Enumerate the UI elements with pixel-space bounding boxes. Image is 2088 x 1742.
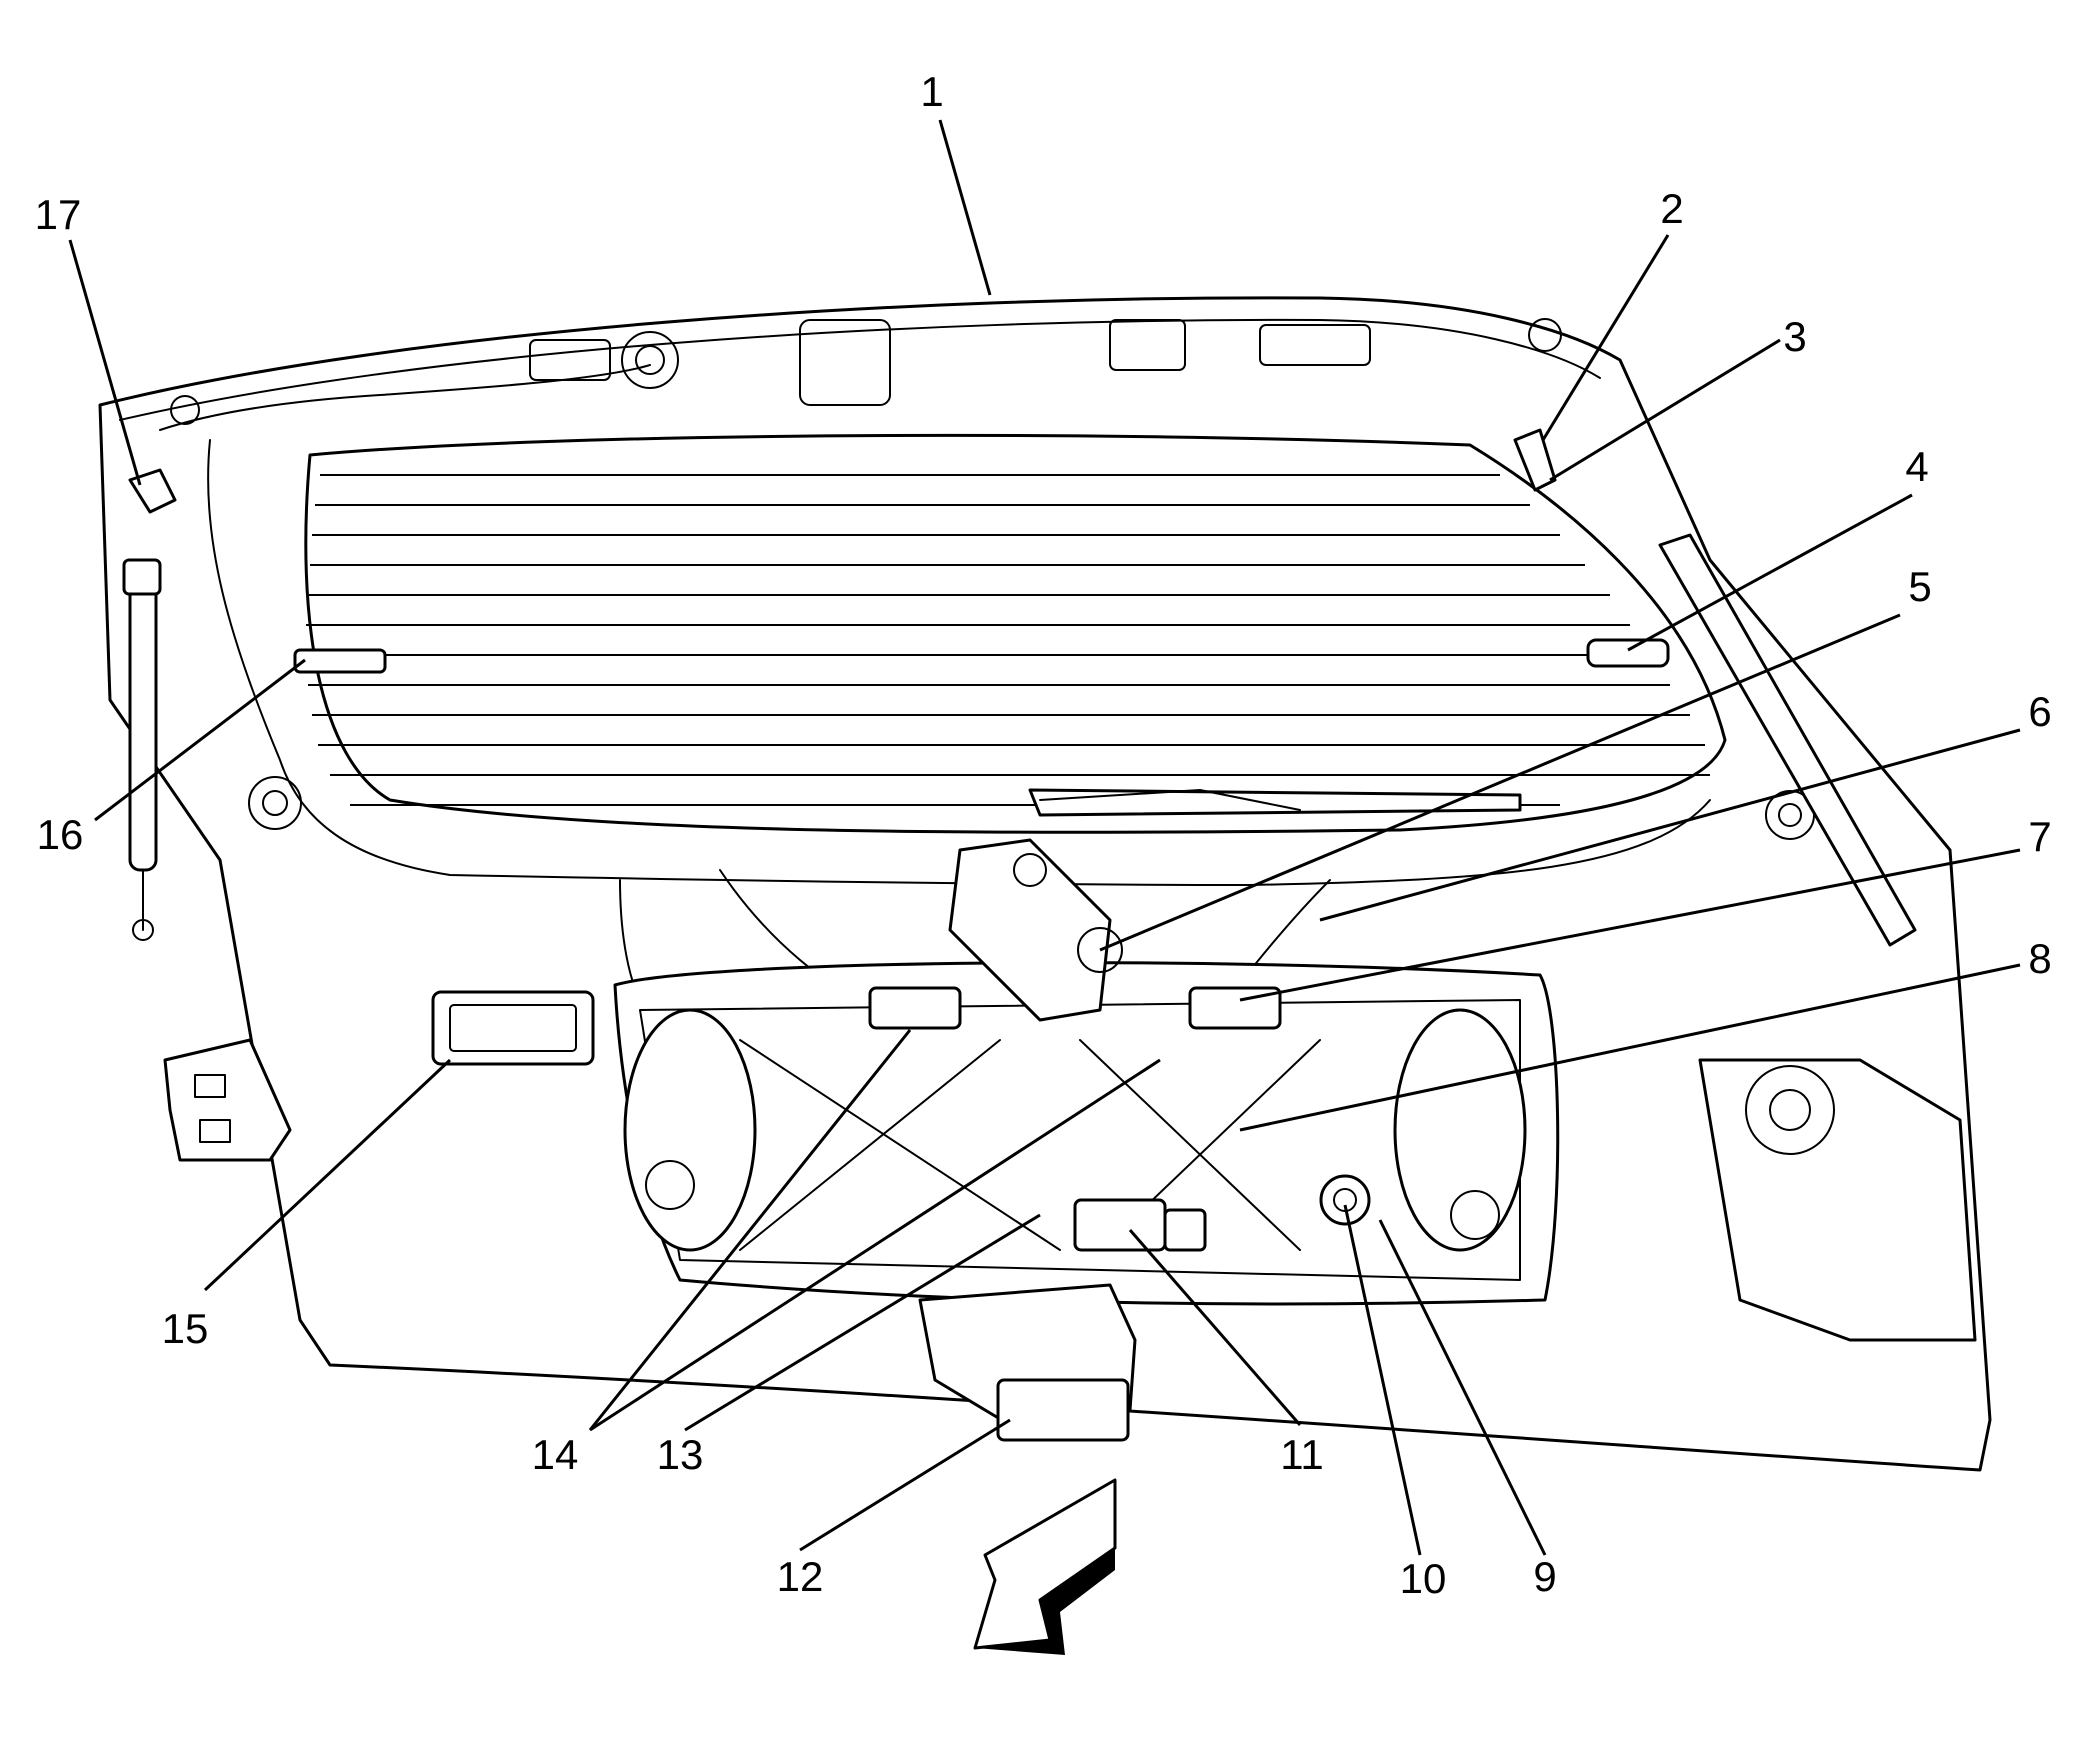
- harness-connector: [1073, 1198, 1207, 1252]
- left-liftgate-strut: [122, 558, 162, 941]
- callout-16: 16: [37, 811, 84, 858]
- connector-16: [293, 648, 387, 674]
- front-direction-arrow-icon: [973, 1478, 1117, 1655]
- callout-7: 7: [2028, 813, 2051, 860]
- callout-14: 14: [532, 1431, 579, 1478]
- callout-5: 5: [1908, 563, 1931, 610]
- callout-1: 1: [920, 68, 943, 115]
- callout-17: 17: [35, 191, 82, 238]
- license-lamp: [431, 990, 595, 1066]
- callout-3: 3: [1783, 313, 1806, 360]
- callout-10: 10: [1400, 1555, 1447, 1602]
- connector-17: [128, 468, 177, 514]
- clip-2-3: [1513, 428, 1557, 492]
- rear-window-glass: [304, 433, 1727, 834]
- connector-14: [868, 986, 962, 1030]
- callout-15: 15: [162, 1305, 209, 1352]
- lower-inner-panel: [613, 961, 1560, 1306]
- callout-4: 4: [1905, 443, 1928, 490]
- lock-actuator: [918, 1283, 1137, 1442]
- callout-6: 6: [2028, 688, 2051, 735]
- callout-9: 9: [1533, 1553, 1556, 1600]
- callout-2: 2: [1660, 185, 1683, 232]
- left-hinge: [163, 1038, 292, 1162]
- wiper-assembly: [948, 788, 1522, 1022]
- leader-lines: [68, 119, 2021, 1556]
- right-latch-assembly: [1698, 1058, 1977, 1342]
- callout-11: 11: [1280, 1431, 1324, 1478]
- connector-4: [1586, 638, 1670, 668]
- callout-13: 13: [657, 1431, 704, 1478]
- callout-8: 8: [2028, 935, 2051, 982]
- right-liftgate-strut: [1658, 533, 1917, 947]
- callout-labels: 1 2 3 4 5 6 7 8 9 10 11 12 13 14 15 16 1…: [35, 68, 2052, 1602]
- grommet: [1319, 1174, 1371, 1226]
- callout-12: 12: [777, 1553, 824, 1600]
